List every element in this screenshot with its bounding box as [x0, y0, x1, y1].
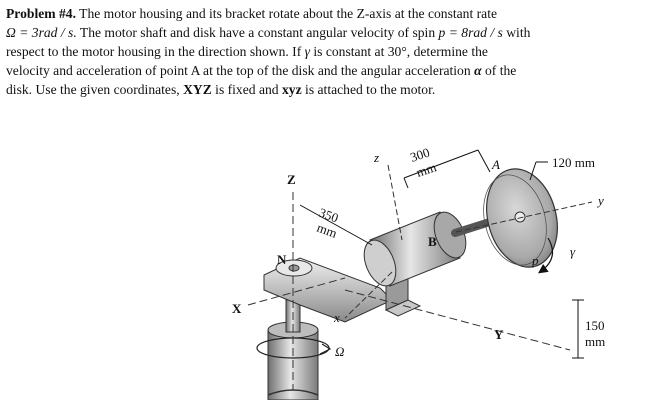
problem-line-3: respect to the motor housing in the dire…	[6, 44, 488, 59]
gamma-symbol: γ	[304, 44, 310, 59]
mechanism-diagram: Z z X x Y y A B p γ Ω N 300 mm 350 mm 12…	[232, 145, 605, 401]
dim-150	[572, 299, 584, 359]
label-y: y	[596, 193, 604, 208]
problem-line-4: velocity and acceleration of point A at …	[6, 63, 517, 78]
label-omega: Ω	[335, 344, 344, 359]
label-p: p	[531, 253, 539, 268]
problem-line-2: Ω = 3rad / s. The motor shaft and disk h…	[6, 25, 531, 40]
label-Z: Z	[287, 172, 296, 187]
spin-expression: p = 8rad / s	[438, 25, 503, 40]
y-axis-body	[455, 201, 593, 233]
label-B: B	[428, 234, 437, 249]
label-gamma: γ	[570, 244, 576, 259]
label-x: x	[333, 310, 340, 325]
dim-150-unit: mm	[585, 334, 605, 349]
dim-120-label: 120 mm	[552, 155, 595, 170]
z-axis-body	[387, 164, 403, 241]
problem-heading: Problem #4.	[6, 6, 76, 21]
spinning-disk	[483, 168, 558, 268]
y-axis-fixed	[344, 289, 571, 351]
dim-300	[403, 149, 491, 189]
mechanism-figure: Z z X x Y y A B p γ Ω N 300 mm 350 mm 12…	[0, 110, 653, 401]
dim-350-unit: mm	[315, 220, 339, 241]
label-N: N	[277, 252, 287, 267]
problem-statement: Problem #4. The motor housing and its br…	[6, 4, 646, 99]
label-Y: Y	[494, 327, 504, 342]
spin-arrow	[538, 237, 554, 274]
label-z: z	[373, 150, 379, 165]
label-X: X	[232, 301, 242, 316]
alpha-symbol: α	[474, 63, 482, 78]
dim-350-value: 350	[317, 205, 340, 226]
x-axis-fixed	[247, 277, 346, 306]
dim-350	[299, 204, 373, 246]
motor-housing	[363, 211, 467, 287]
dim-120	[529, 161, 548, 181]
dim-300-value: 300	[408, 145, 431, 165]
problem-line-1: Problem #4. The motor housing and its br…	[6, 6, 498, 21]
omega-expression: Ω = 3rad / s.	[6, 25, 77, 40]
dim-150-value: 150	[585, 318, 605, 333]
bracket-arm	[263, 257, 393, 323]
x-axis-body	[344, 271, 393, 319]
label-A: A	[491, 157, 500, 172]
problem-line-5: disk. Use the given coordinates, XYZ is …	[6, 82, 436, 97]
dim-300-unit: mm	[414, 159, 438, 180]
